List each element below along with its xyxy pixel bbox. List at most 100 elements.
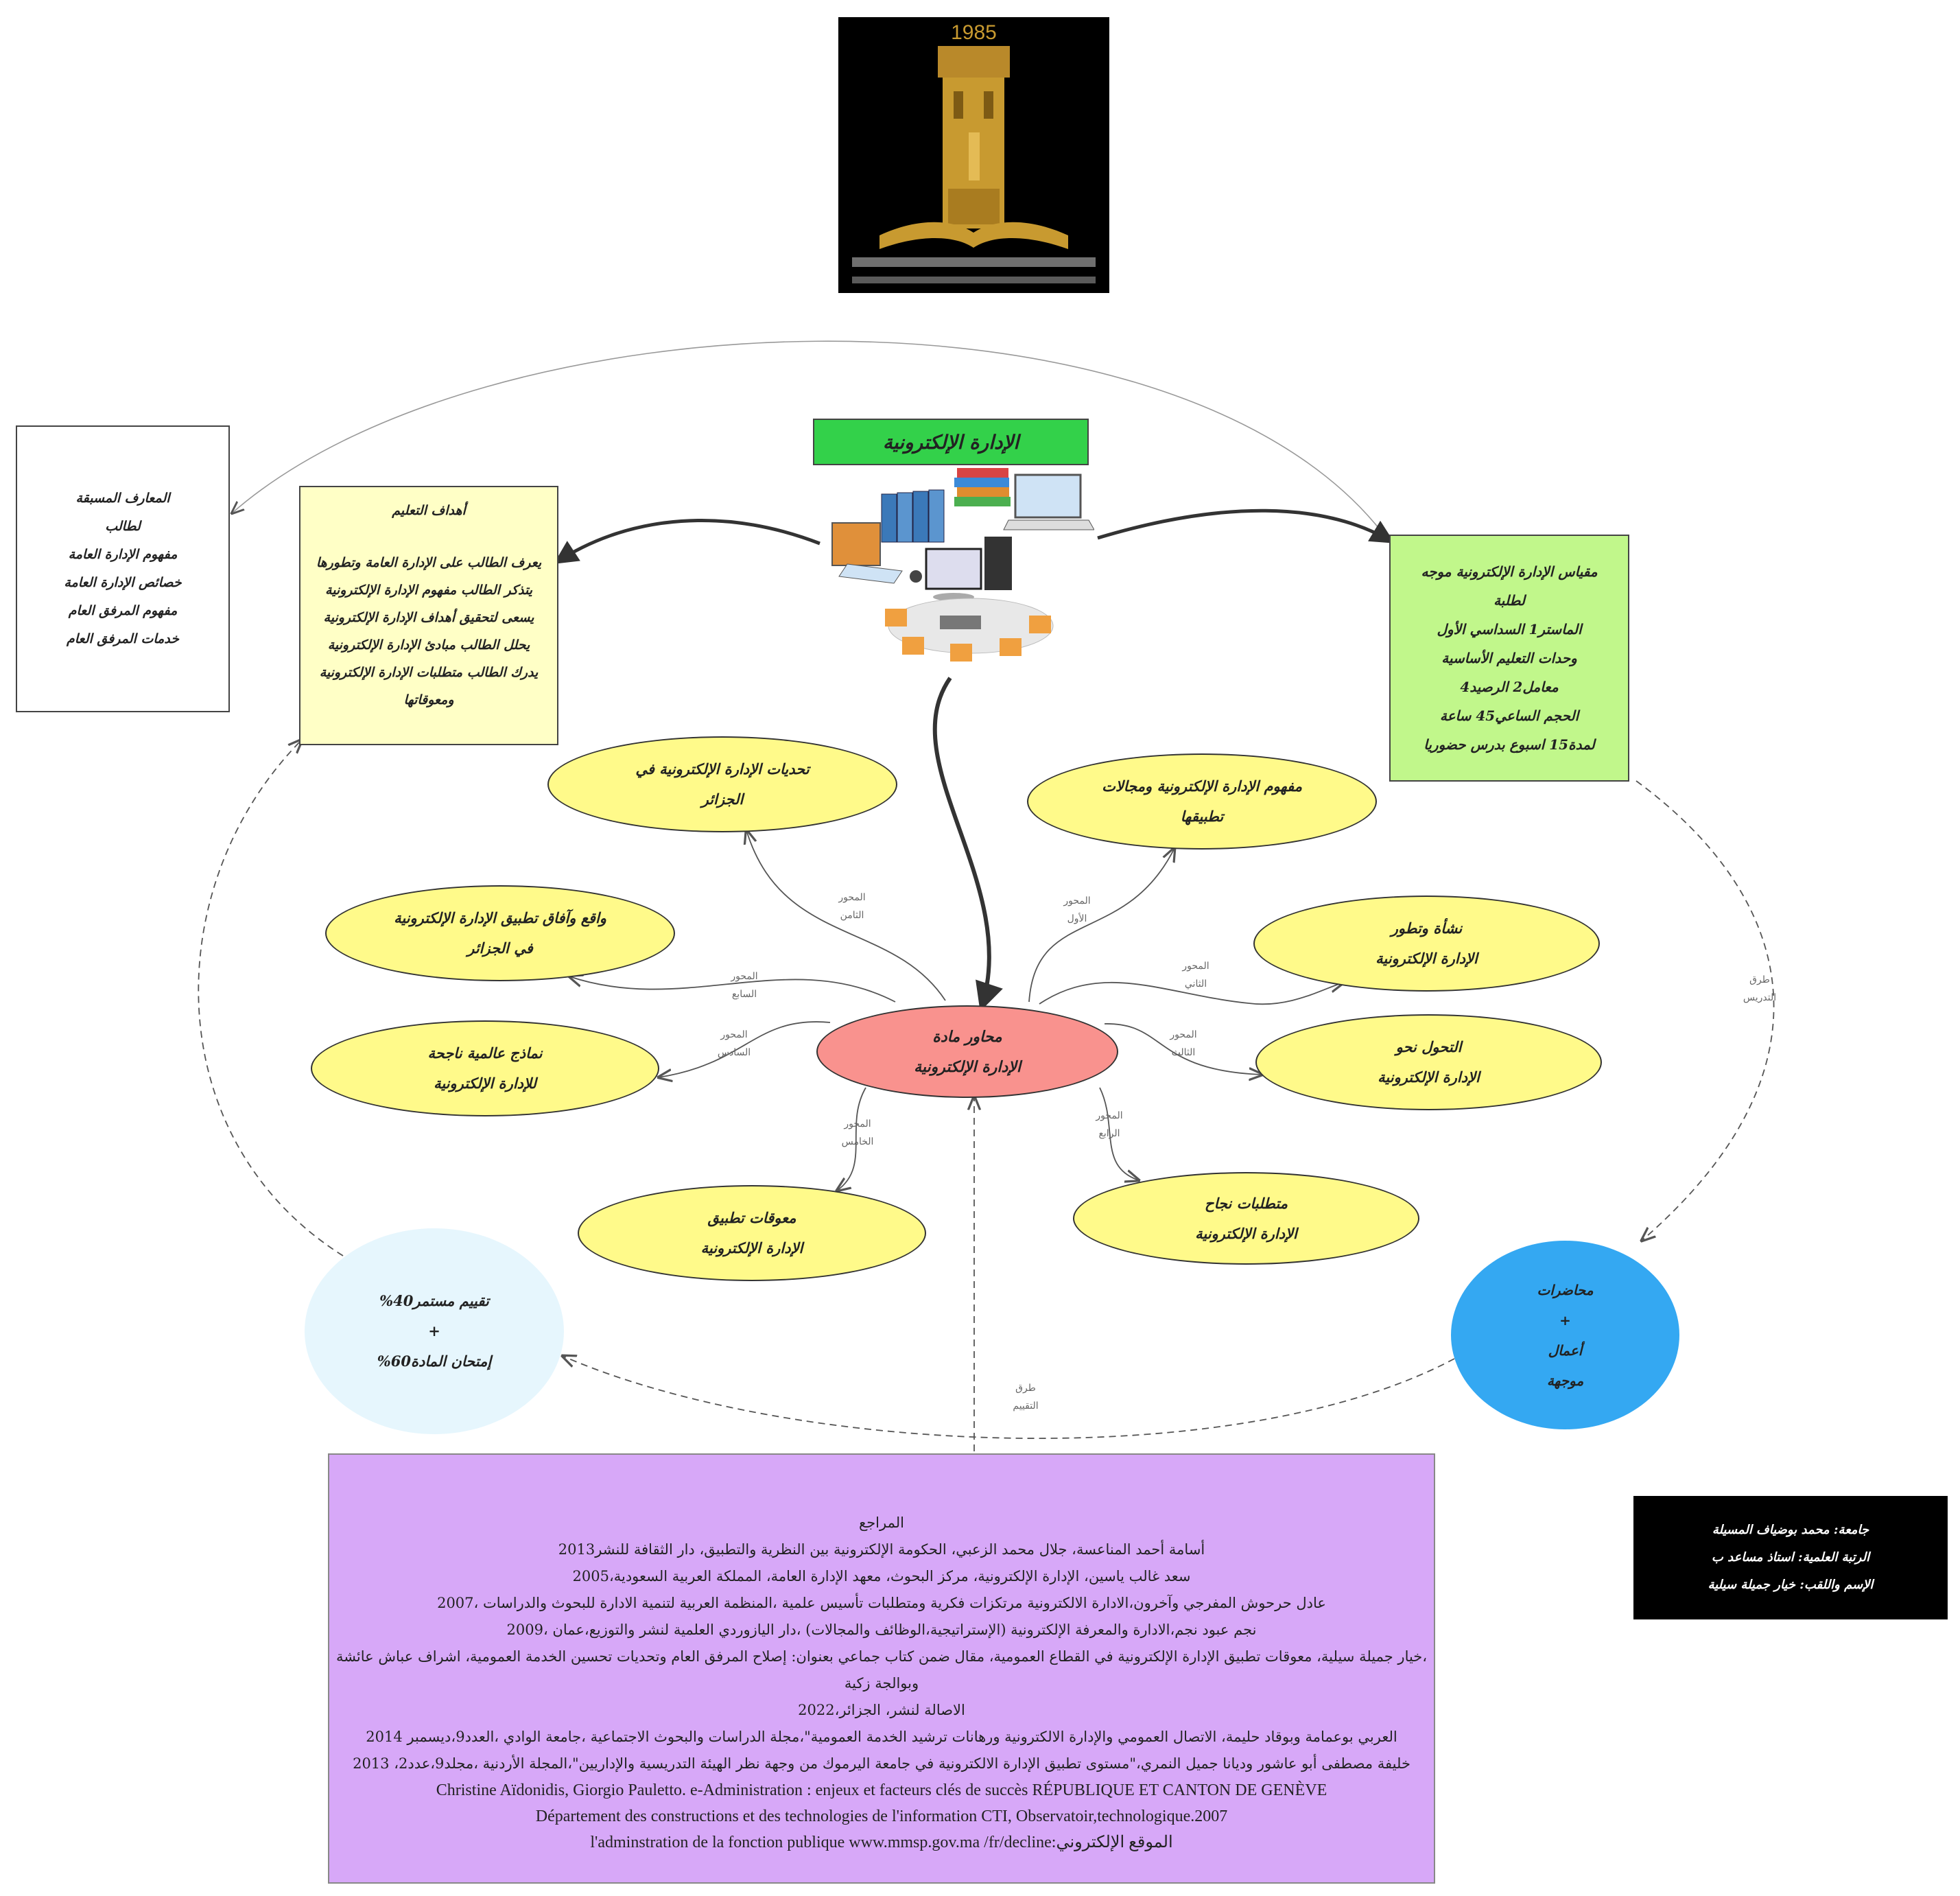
axis4-topic-line-2: الإدارة الإلكترونية (1195, 1224, 1297, 1242)
laptop-right-icon (1003, 473, 1094, 530)
axis6-topic-line-2: للإدارة الإلكترونية (434, 1075, 536, 1092)
axis5-label-order: الخامس (841, 1136, 874, 1147)
author-university: جامعة: محمد بوضياف المسيلة (1712, 1523, 1869, 1537)
axis3-label-word: المحور (1170, 1029, 1197, 1040)
edge-axis8 (746, 830, 946, 1001)
objective-2: يتذكر الطالب مفهوم الإدارة الإلكترونية (325, 583, 532, 598)
references-heading: المراجع (859, 1514, 904, 1531)
arc-prior (232, 340, 1380, 529)
arrow-to-course (1097, 508, 1395, 544)
edge-axis2 (1039, 983, 1343, 1005)
reference-8: Christine Aïdonidis, Giorgio Pauletto. e… (436, 1781, 1327, 1799)
teaching-line-2: + (1559, 1311, 1571, 1329)
edge-axis7 (569, 976, 896, 1003)
evaluation-label-word: طرق (1015, 1383, 1036, 1394)
edge-axis3 (1104, 1023, 1262, 1075)
axis8-topic-line-2: الجزائر (701, 791, 744, 808)
prior-line-6: خدمات المرفق العام (66, 631, 180, 646)
axis1-label-order: الأول (1067, 913, 1087, 924)
teaching-methods-node: محاضرات + أعمال موجهة (1451, 1241, 1679, 1429)
course-line-6: الحجم الساعي45 ساعة (1439, 707, 1579, 724)
evaluation-label-type: التقييم (1013, 1401, 1039, 1412)
course-line-1: مقياس الإدارة الإلكترونية موجه (1421, 563, 1598, 580)
evaluation-line-1: تقييم مستمر40% (379, 1292, 489, 1309)
axis2-topic-line-1: نشأة وتطور (1391, 920, 1463, 937)
axis7-label-word: المحور (731, 971, 758, 982)
title-text: الإدارة الإلكترونية (882, 430, 1019, 454)
dashed-eval-to-objectives (198, 740, 344, 1256)
prior-knowledge-box: المعارف المسبقة لطالب مفهوم الإدارة العا… (16, 425, 230, 712)
edge-label-axis5: المحور الخامس (837, 1115, 878, 1151)
evaluation-line-3: إمتحان المادة60% (377, 1353, 492, 1370)
reference-2: سعد غالب ياسين، الإدارة الإلكترونية، مرك… (572, 1568, 1191, 1584)
axis6-label-order: السادس (717, 1047, 751, 1058)
teaching-label-type: التدريس (1743, 992, 1777, 1003)
reference-3: عادل حرحوش المفرجي وآخرون،الادارة الالكت… (437, 1595, 1326, 1611)
reference-1: أسامة أحمد المناعسة، جلال محمد الزعبي، ا… (558, 1541, 1205, 1558)
axis5-label-word: المحور (844, 1119, 871, 1130)
page-title: الإدارة الإلكترونية (813, 419, 1089, 465)
reference-8-continued: Département des constructions et des tec… (535, 1807, 1228, 1825)
dashed-teaching-to-eval (563, 1356, 1455, 1439)
evaluation-node: تقييم مستمر40% + إمتحان المادة60% (305, 1228, 564, 1434)
center-line-1: محاور مادة (932, 1027, 1002, 1046)
teaching-methods-edge-label: طرق التدريس (1736, 971, 1784, 1007)
course-line-2: لطلبة (1493, 592, 1525, 609)
axis8-label-order: الثامن (840, 910, 864, 921)
learning-objectives-box: أهداف التعليم يعرف الطالب على الإدارة ال… (299, 486, 558, 745)
edge-label-axis7: المحور السابع (724, 968, 765, 1003)
axis7-label-order: السابع (731, 989, 757, 1000)
teaching-line-1: محاضرات (1537, 1281, 1594, 1298)
axis3-label-order: الثالث (1171, 1047, 1196, 1058)
edge-axis5 (837, 1087, 866, 1191)
axis3-topic-line-1: التحول نحو (1395, 1038, 1462, 1055)
computers-illustration (831, 468, 1094, 662)
author-name: الإسم واللقب: خيار جميلة سيلية (1708, 1578, 1874, 1592)
desktop-icon (925, 537, 1012, 601)
axis1-topic-line-1: مفهوم الإدارة الإلكترونية ومجالات (1102, 777, 1302, 795)
tower-book-emblem (852, 46, 1096, 283)
axis2-label-order: الثاني (1184, 979, 1207, 990)
topic-node-axis6: نماذج عالمية ناجحة للإدارة الإلكترونية (311, 1020, 659, 1116)
prior-line-3: مفهوم الإدارة العامة (68, 547, 178, 562)
course-line-3: الماستر1 السداسي الأول (1437, 621, 1582, 637)
edge-label-axis3: المحور الثالث (1166, 1026, 1201, 1062)
course-line-4: وحدات التعليم الأساسية (1441, 650, 1577, 666)
axis2-label-word: المحور (1182, 961, 1209, 972)
objectives-heading: أهداف التعليم (392, 503, 466, 518)
axis7-topic-line-2: في الجزائر (467, 939, 533, 957)
topic-node-axis4: متطلبات نجاح الإدارة الإلكترونية (1073, 1172, 1419, 1265)
teaching-line-4: موجهة (1546, 1372, 1584, 1389)
axis4-topic-line-1: متطلبات نجاح (1205, 1194, 1288, 1212)
topic-node-axis8: تحديات الإدارة الإلكترونية في الجزائر (547, 736, 897, 832)
arrow-to-objectives (554, 519, 820, 565)
topic-node-axis1: مفهوم الإدارة الإلكترونية ومجالات تطبيقه… (1027, 753, 1377, 850)
logo-year: 1985 (951, 21, 997, 44)
objective-5: يدرك الطالب متطلبات الإدارة الإلكترونية (319, 665, 539, 680)
reference-7: خليفة مصطفى أبو عاشور وديانا جميل النمري… (353, 1755, 1410, 1772)
edge-label-axis4: المحور الرابع (1092, 1107, 1126, 1143)
edge-label-axis1: المحور الأول (1060, 892, 1094, 928)
objective-4: يحلل الطالب مبادئ الإدارة الإلكترونية (327, 637, 530, 653)
axis6-topic-line-1: نماذج عالمية ناجحة (427, 1044, 543, 1062)
objective-1: يعرف الطالب على الإدارة العامة وتطورها (316, 555, 542, 570)
edge-label-axis2: المحور الثاني (1179, 957, 1213, 993)
axis1-topic-line-2: تطبيقها (1180, 808, 1224, 825)
axis7-topic-line-1: واقع وآفاق تطبيق الإدارة الإلكترونية (394, 909, 606, 926)
topic-node-axis5: معوقات تطبيق الإدارة الإلكترونية (578, 1185, 926, 1281)
author-info-box: جامعة: محمد بوضياف المسيلة الرتبة العلمي… (1633, 1496, 1948, 1619)
university-logo: 1985 (838, 17, 1109, 293)
teaching-label-word: طرق (1749, 974, 1770, 985)
prior-line-1: المعارف المسبقة (75, 491, 170, 506)
edge-axis1 (1028, 848, 1174, 1003)
axis4-label-word: المحور (1096, 1110, 1123, 1121)
reference-6: العربي بوعمامة وبوقاد حليمة، الاتصال الع… (366, 1729, 1397, 1745)
edge-label-axis8: المحور الثامن (831, 889, 873, 924)
references-box: المراجع أسامة أحمد المناعسة، جلال محمد ا… (328, 1453, 1435, 1884)
reference-5-continued: الاصالة لنشر، الجزائر،2022 (798, 1702, 965, 1718)
prior-line-5: مفهوم المرفق العام (68, 603, 178, 618)
objective-3: يسعى لتحقيق أهداف الإدارة الإلكترونية (323, 610, 534, 625)
author-rank: الرتبة العلمية: استاذ مساعد ب (1711, 1550, 1870, 1565)
center-line-2: الإدارة الإلكترونية (914, 1057, 1021, 1076)
reference-5: ،خيار جميلة سيلية، معوقات تطبيق الإدارة … (335, 1648, 1428, 1692)
